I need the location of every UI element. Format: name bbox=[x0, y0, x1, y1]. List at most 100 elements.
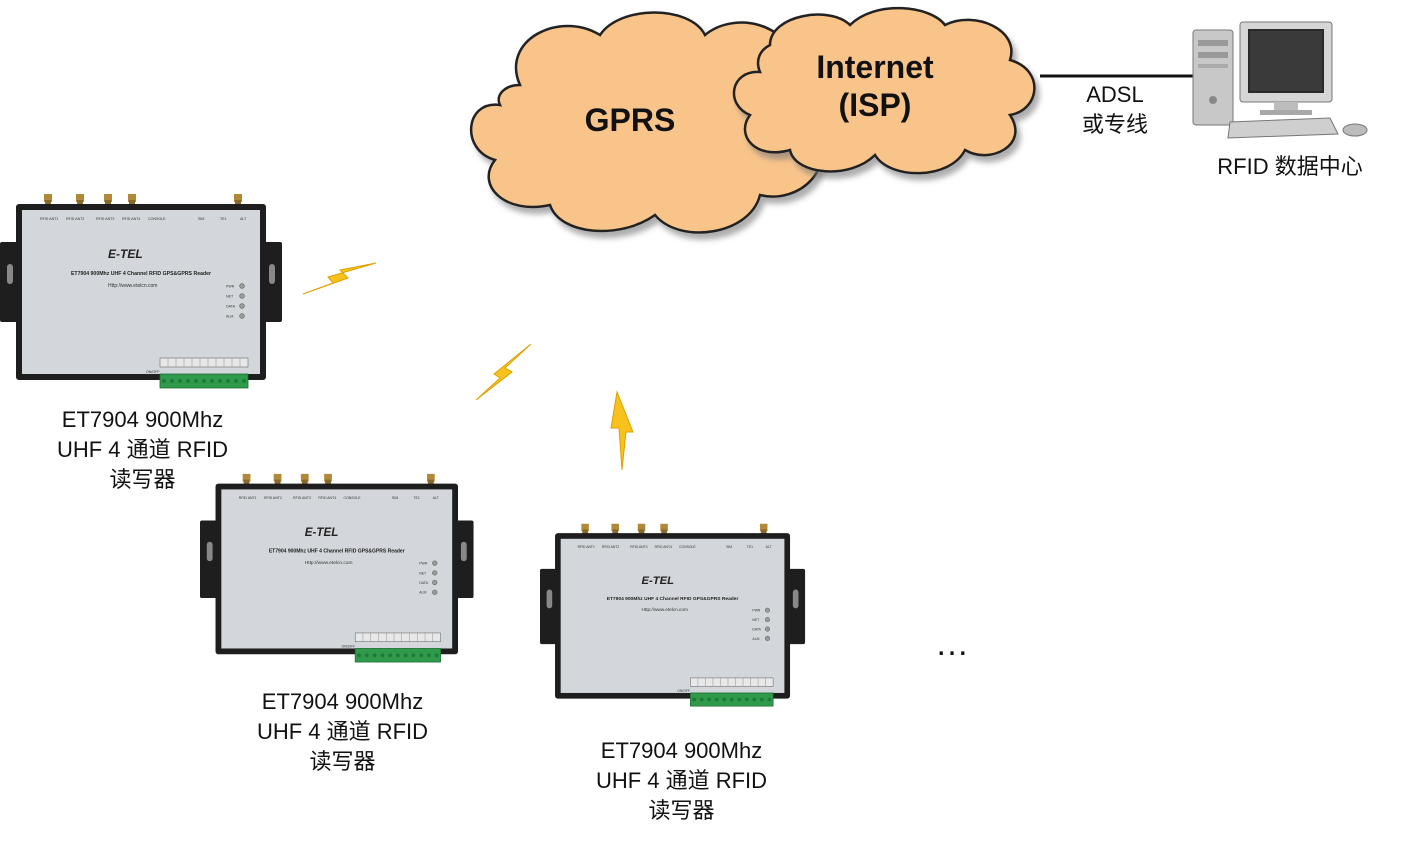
device-front-panel bbox=[22, 210, 260, 374]
mounting-bracket bbox=[200, 520, 220, 599]
antenna-connector-icon bbox=[128, 194, 136, 206]
gprs-cloud bbox=[470, 11, 831, 234]
antenna-connector-icon bbox=[104, 194, 112, 206]
antenna-connector-icon bbox=[426, 473, 435, 486]
port-label: RFID ANT1 bbox=[578, 545, 595, 549]
port-label: RFID ANT1 bbox=[239, 496, 257, 500]
port-label: CONSOLE bbox=[344, 496, 362, 500]
port-label: ALT bbox=[766, 545, 772, 549]
dip-switch bbox=[159, 357, 249, 368]
status-led-icon bbox=[239, 293, 245, 299]
reader-label-1: ET7904 900Mhz UHF 4 通道 RFID 读写器 bbox=[20, 405, 265, 495]
status-led-icon bbox=[432, 589, 438, 595]
port-label: RFID ANT4 bbox=[318, 496, 336, 500]
status-led-icon bbox=[239, 313, 245, 319]
led-label: PWR bbox=[226, 285, 235, 289]
url-text: Http://www.etelcn.com bbox=[642, 607, 688, 612]
terminal-block bbox=[159, 373, 249, 389]
antenna-connector-icon bbox=[234, 194, 242, 206]
reader-label-line1: ET7904 900Mhz bbox=[61, 407, 224, 432]
port-label: RFID ANT3 bbox=[630, 545, 647, 549]
mounting-bracket bbox=[540, 568, 559, 645]
lightning-bolts bbox=[302, 262, 634, 471]
port-label: TE1 bbox=[747, 545, 753, 549]
reader-label-line1: ET7904 900Mhz bbox=[261, 689, 424, 714]
antenna-connector-icon bbox=[300, 473, 309, 486]
port-label: RFID ANT3 bbox=[293, 496, 311, 500]
reader-label-line2: UHF 4 通道 RFID bbox=[256, 719, 429, 744]
antenna-connector-icon bbox=[759, 523, 768, 536]
mounting-bracket bbox=[454, 520, 474, 599]
port-label: SIM bbox=[198, 217, 204, 221]
status-led-icon bbox=[764, 626, 771, 632]
led-label: ALM bbox=[752, 637, 759, 641]
reader-label-line1: ET7904 900Mhz bbox=[600, 738, 763, 763]
status-led-icon bbox=[432, 570, 438, 576]
model-text: ET7904 900Mhz UHF 4 Channel RFID GPS&GPR… bbox=[71, 271, 211, 277]
led-label: DATA bbox=[419, 581, 428, 585]
led-label: DATA bbox=[752, 627, 761, 631]
switch-label: ON/OFF bbox=[677, 689, 690, 693]
port-label: CONSOLE bbox=[679, 545, 696, 549]
reader-label-line2: UHF 4 通道 RFID bbox=[56, 437, 229, 462]
status-led-icon bbox=[432, 560, 438, 566]
led-label: ALM bbox=[226, 315, 233, 319]
antenna-connector-icon bbox=[273, 473, 282, 486]
reader-label-line2: UHF 4 通道 RFID bbox=[595, 768, 768, 793]
antenna-connector-icon bbox=[324, 473, 332, 486]
data-center-label: RFID 数据中心 bbox=[1217, 154, 1363, 179]
mounting-bracket bbox=[262, 242, 282, 322]
status-led-icon bbox=[764, 635, 771, 641]
port-label: TE1 bbox=[220, 217, 227, 221]
reader-label-line3: 读写器 bbox=[309, 749, 376, 774]
led-label: DATA bbox=[226, 305, 236, 309]
reader-illustration: RFID ANT1 RFID ANT2 RFID ANT3 RFID ANT4 CONS… bbox=[540, 523, 806, 707]
brand-logo: E-TEL bbox=[305, 526, 339, 539]
lightning-icon-3 bbox=[610, 390, 634, 471]
adsl-label-line1: ADSL bbox=[1086, 82, 1144, 107]
dip-switch bbox=[354, 632, 441, 642]
mounting-bracket bbox=[786, 568, 806, 645]
switch-label: ON/OFF bbox=[342, 645, 355, 649]
port-label: RFID ANT1 bbox=[40, 217, 58, 221]
device-front-panel bbox=[560, 538, 785, 693]
port-label: RFID ANT2 bbox=[602, 545, 619, 549]
port-label: ALT bbox=[240, 217, 247, 221]
antenna-connector-icon bbox=[660, 523, 668, 536]
antenna-connector-icon bbox=[611, 523, 619, 536]
status-led-icon bbox=[239, 303, 245, 309]
antenna-connector-icon bbox=[242, 473, 251, 486]
dip-switch bbox=[690, 677, 774, 687]
port-label: RFID ANT4 bbox=[122, 217, 140, 221]
antenna-connector-icon bbox=[637, 523, 646, 536]
reader-label-2: ET7904 900Mhz UHF 4 通道 RFID 读写器 bbox=[220, 687, 465, 777]
internet-label-line2: (ISP) bbox=[838, 87, 912, 123]
internet-label-line1: Internet bbox=[816, 49, 934, 85]
lightning-icon-1 bbox=[302, 262, 377, 295]
internet-cloud bbox=[732, 6, 1036, 175]
rfid-reader-device: RFID ANT1 RFID ANT2 RFID ANT3 RFID ANT4 CONS… bbox=[540, 520, 806, 713]
terminal-block bbox=[354, 648, 441, 663]
reader-label-line3: 读写器 bbox=[648, 798, 715, 823]
antenna-connector-icon bbox=[581, 523, 589, 536]
model-text: ET7904 900Mhz UHF 4 Channel RFID GPS&GPR… bbox=[269, 548, 405, 554]
more-devices-ellipsis: … bbox=[935, 625, 973, 663]
port-label: RFID ANT4 bbox=[655, 545, 672, 549]
port-label: TE1 bbox=[413, 496, 419, 500]
reader-label-line3: 读写器 bbox=[109, 467, 176, 492]
port-label: SIM bbox=[726, 545, 732, 549]
adsl-label: ADSL 或专线 bbox=[1065, 80, 1165, 140]
led-label: NET bbox=[226, 295, 234, 299]
port-label: SIM bbox=[392, 496, 398, 500]
status-led-icon bbox=[764, 617, 771, 623]
status-led-icon bbox=[764, 607, 771, 613]
computer-icon bbox=[1192, 21, 1368, 139]
port-label: ALT bbox=[433, 496, 440, 500]
model-text: ET7904 900Mhz UHF 4 Channel RFID GPS&GPR… bbox=[607, 596, 739, 602]
status-led-icon bbox=[432, 579, 438, 586]
brand-logo: E-TEL bbox=[108, 247, 143, 261]
